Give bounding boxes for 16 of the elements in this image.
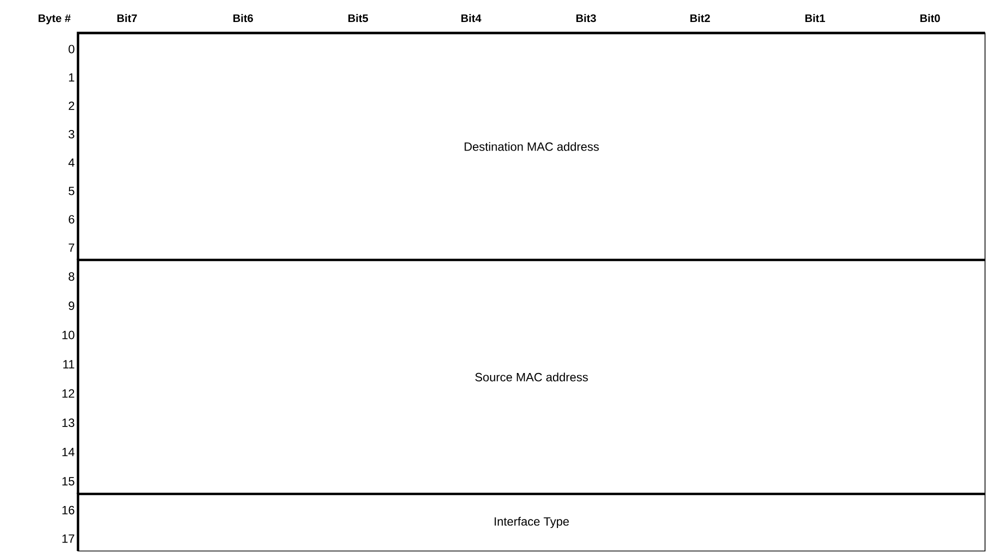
field-box: Source MAC address [76,258,986,494]
byte-number: 16 [62,506,74,514]
field-box: Destination MAC address [76,32,986,260]
byte-number: 7 [68,244,74,252]
byte-number: 15 [62,477,74,486]
field-box: Interface Type [76,492,986,552]
column-header: Bit6 [233,14,253,22]
column-header: Bit7 [117,14,137,22]
column-header: Bit0 [920,14,940,22]
column-header: Bit2 [690,14,710,22]
column-header: Bit1 [805,14,826,22]
column-header: Bit4 [461,14,482,22]
column-header: Bit5 [348,14,368,22]
column-header: Bit3 [576,14,596,22]
column-header: Byte # [38,14,71,24]
byte-number: 8 [68,272,74,281]
